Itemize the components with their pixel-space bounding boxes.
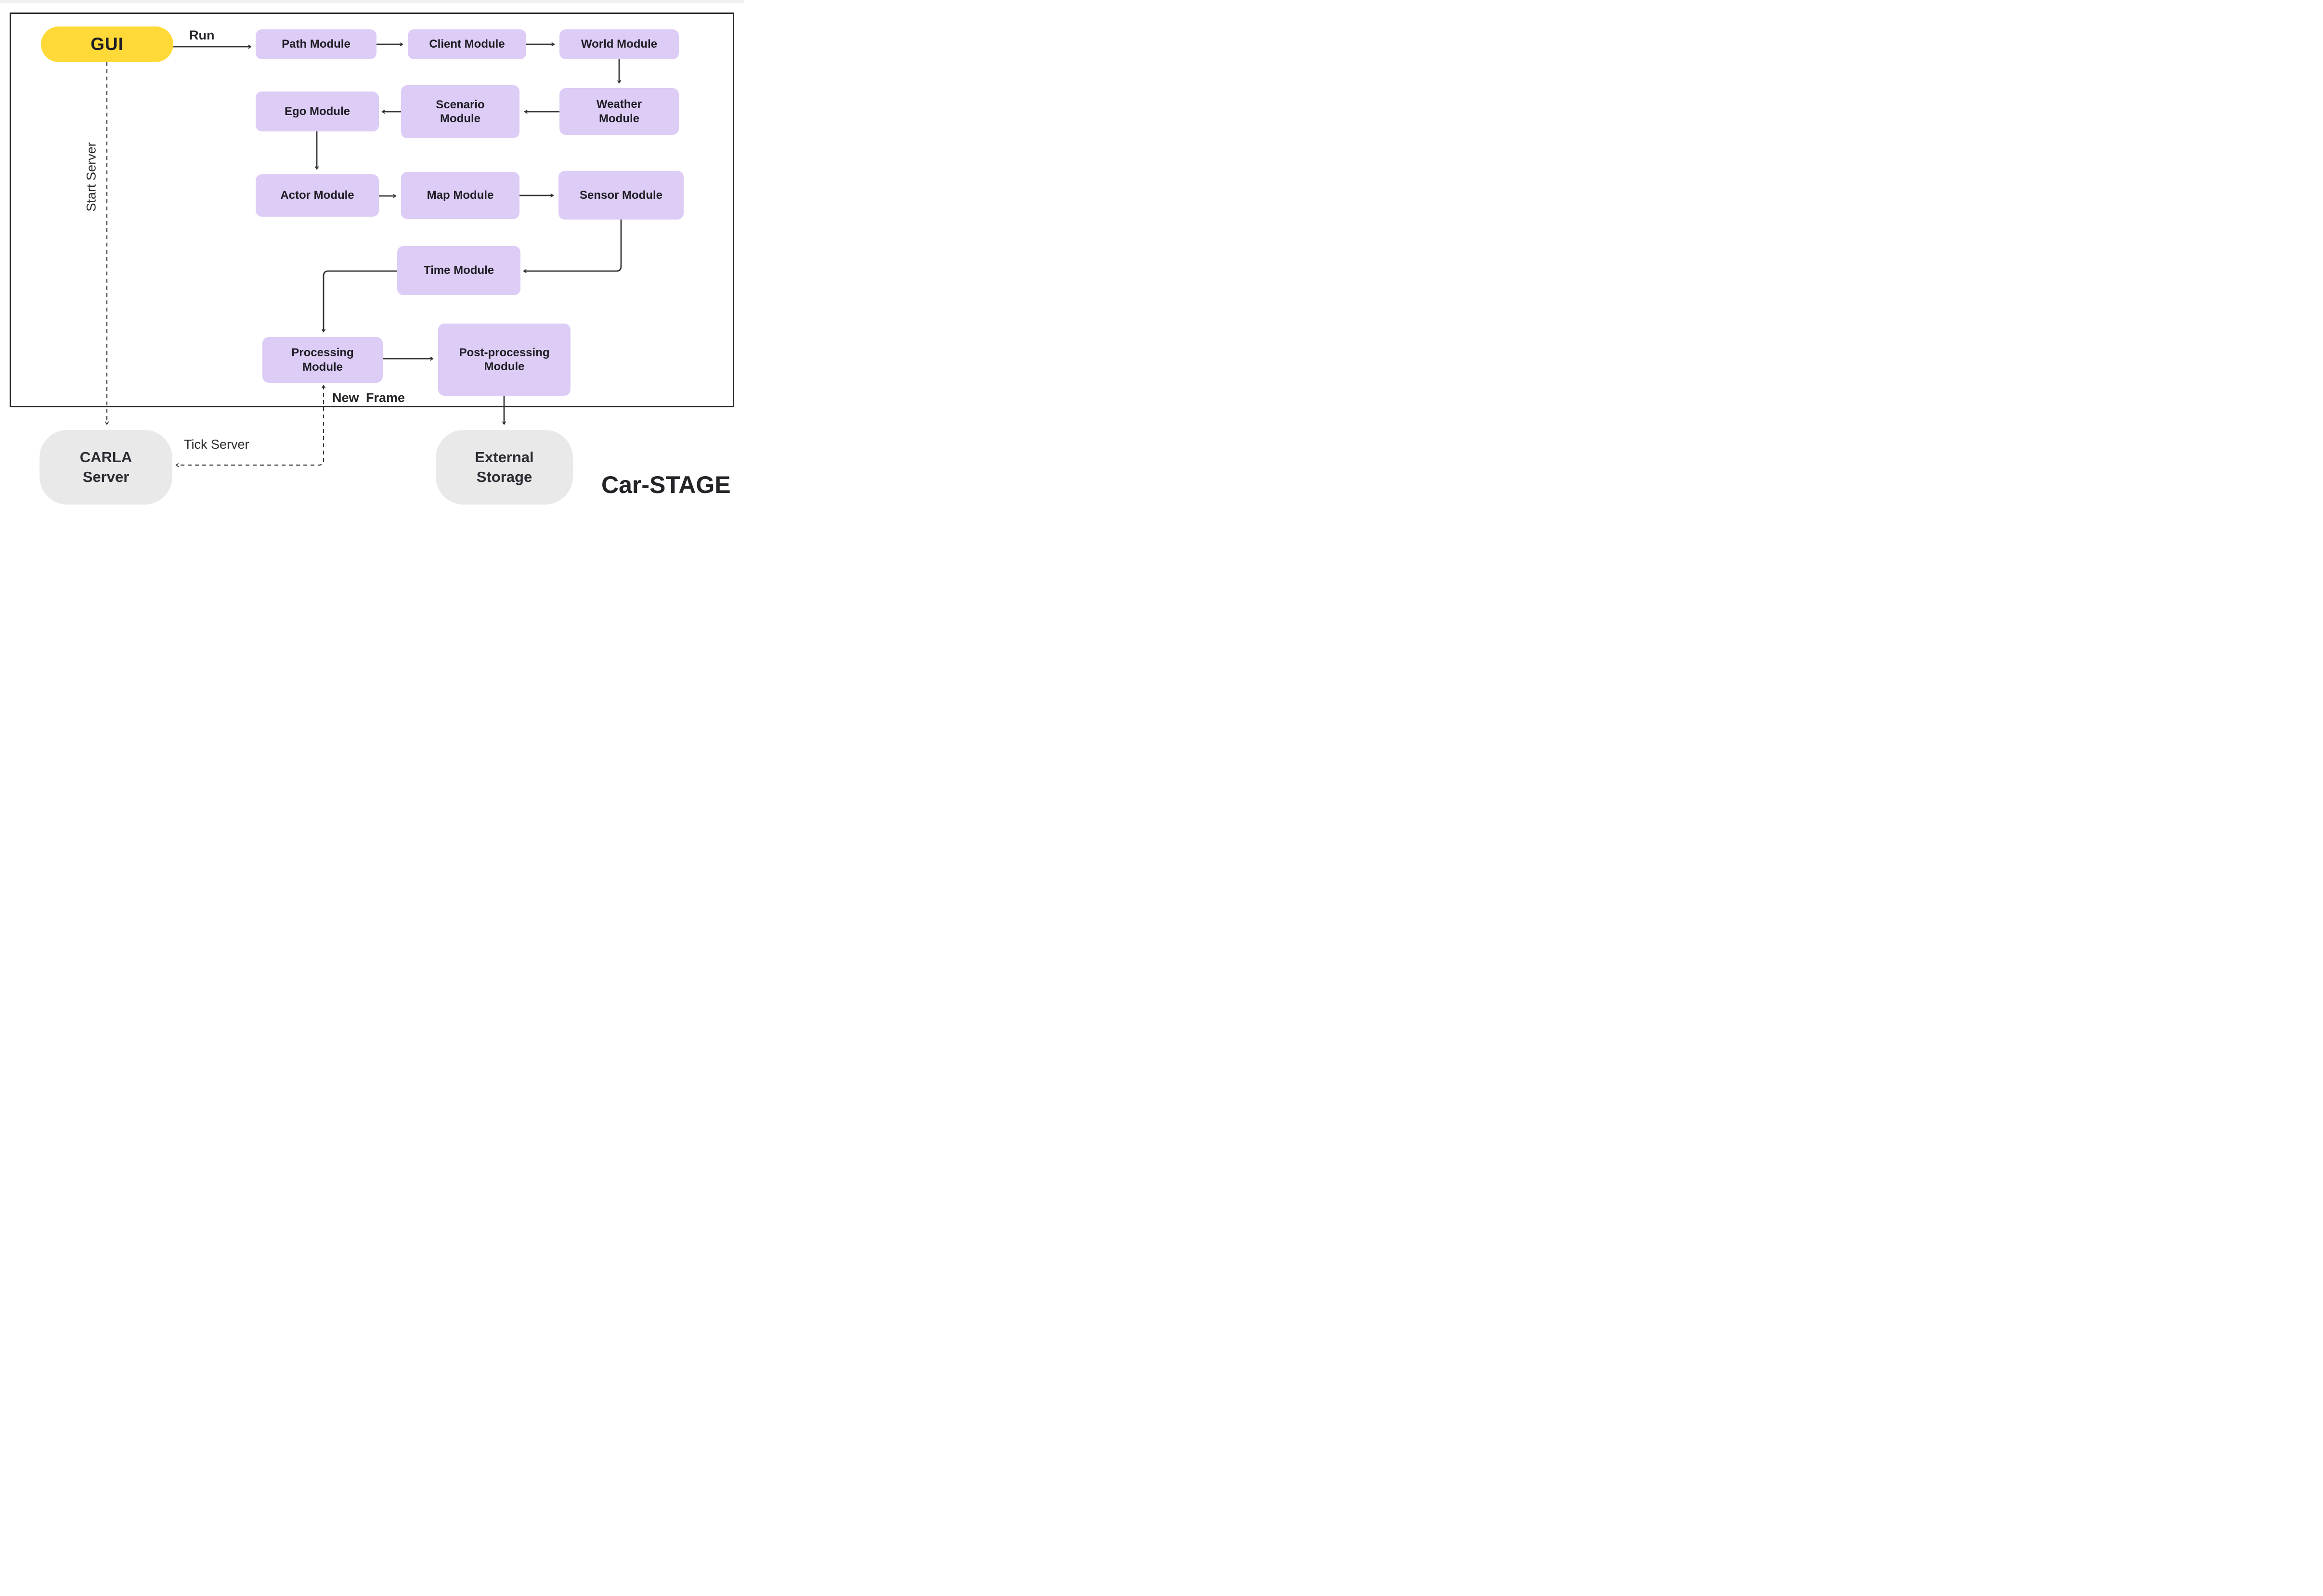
node-sensor-label: Sensor Module (579, 188, 663, 202)
node-time-module: Time Module (397, 246, 520, 295)
node-map-label: Map Module (427, 189, 494, 202)
node-sensor-module: Sensor Module (558, 171, 684, 220)
node-gui-label: GUI (91, 34, 124, 54)
node-ego-label: Ego Module (285, 104, 350, 118)
node-world-module: World Module (559, 29, 679, 59)
edge-label-start-server: Start Server (84, 142, 99, 212)
node-actor-module: Actor Module (256, 174, 379, 217)
node-world-label: World Module (581, 38, 658, 51)
node-weather-label: Weather Module (596, 98, 642, 125)
car-stage-diagram: GUI Path Module Client Module World Modu… (0, 0, 744, 511)
node-time-label: Time Module (423, 264, 494, 277)
edge-label-tick-server: Tick Server (184, 437, 249, 452)
node-post-processing-label: Post-processing Module (459, 346, 550, 373)
node-actor-label: Actor Module (280, 189, 354, 202)
node-carla-server: CARLA Server (39, 430, 172, 505)
edge-label-run: Run (189, 28, 215, 42)
node-weather-module: Weather Module (559, 88, 679, 135)
node-ego-module: Ego Module (256, 91, 379, 131)
node-external-label: External Storage (475, 448, 534, 485)
top-edge-strip (0, 0, 744, 3)
system-boundary-frame (10, 13, 734, 407)
node-scenario-module: Scenario Module (401, 85, 519, 138)
node-scenario-label: Scenario Module (436, 98, 485, 125)
node-client-label: Client Module (429, 38, 505, 51)
edge-label-new-frame: New Frame (332, 390, 405, 405)
node-map-module: Map Module (401, 172, 519, 219)
node-carla-label: CARLA Server (79, 448, 132, 485)
node-external-storage: External Storage (436, 430, 573, 505)
node-path-label: Path Module (282, 38, 350, 51)
node-client-module: Client Module (408, 29, 526, 59)
node-gui: GUI (41, 26, 173, 62)
node-processing-label: Processing Module (291, 346, 354, 374)
node-processing-module: Processing Module (262, 337, 383, 383)
diagram-title: Car-STAGE (601, 471, 731, 498)
node-post-processing-module: Post-processing Module (438, 324, 571, 396)
node-path-module: Path Module (256, 29, 376, 59)
